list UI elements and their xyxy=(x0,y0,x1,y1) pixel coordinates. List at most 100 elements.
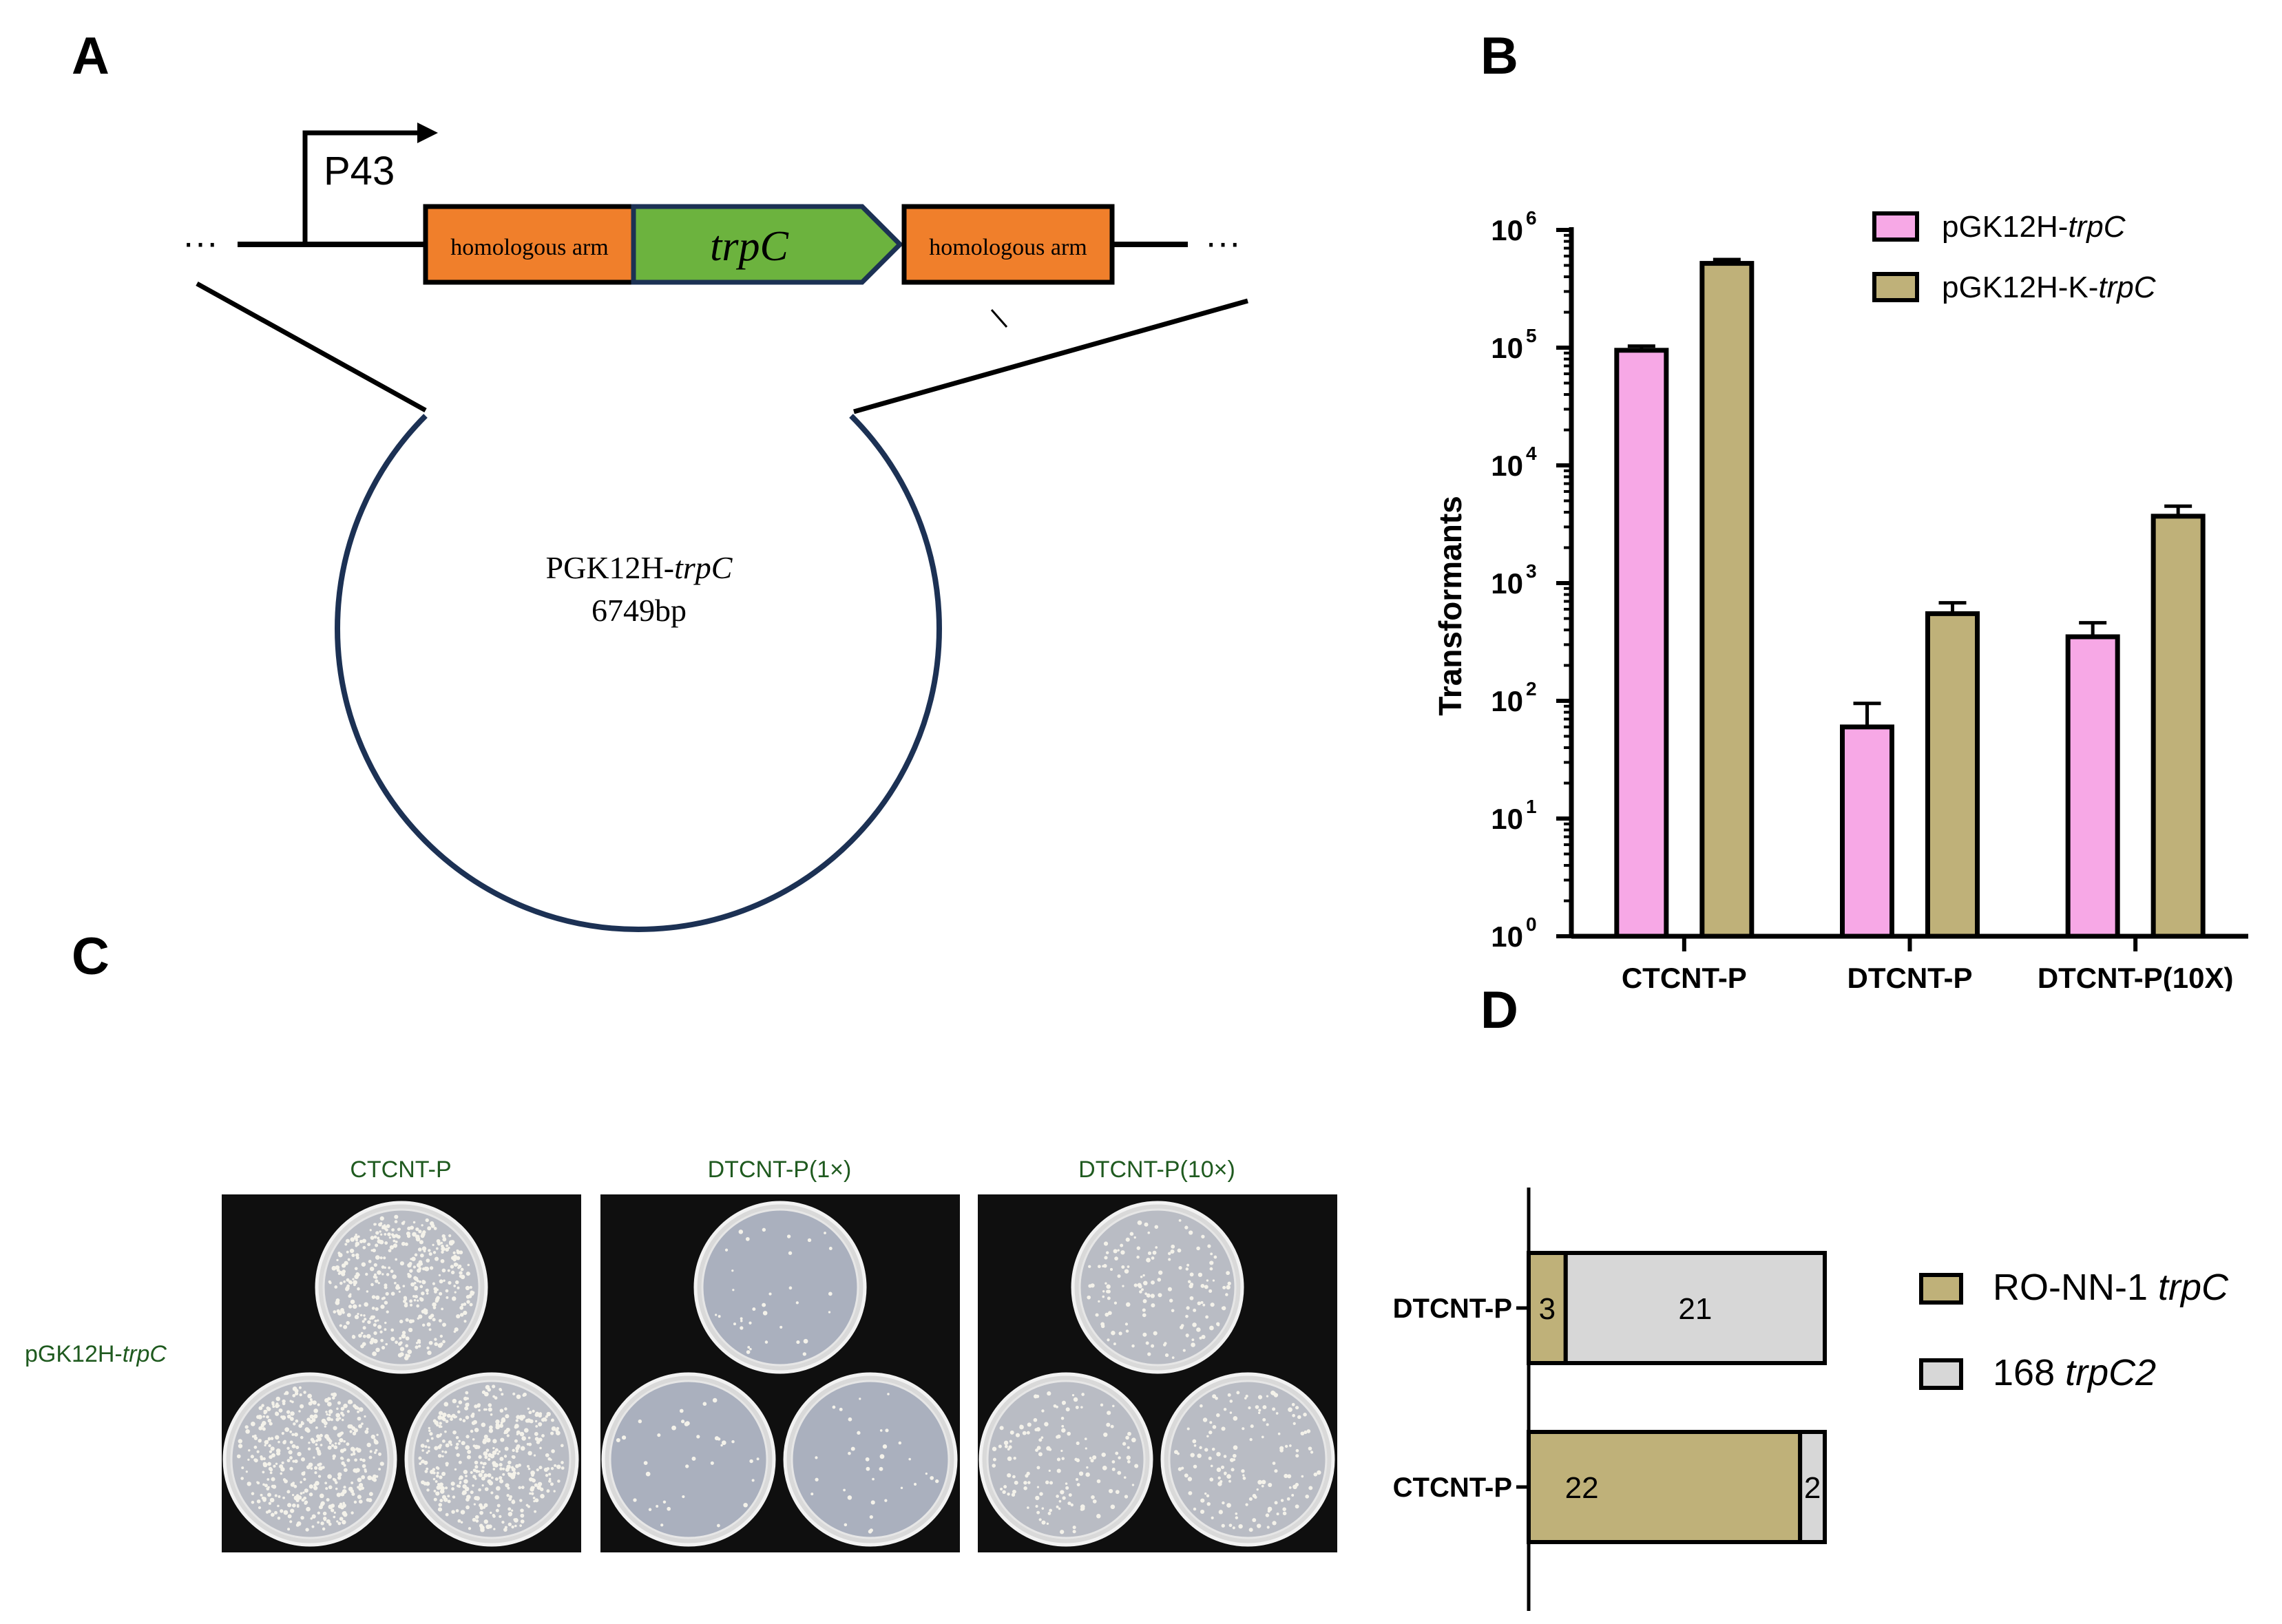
colony xyxy=(1313,1472,1318,1477)
colony xyxy=(380,1338,384,1342)
colony xyxy=(445,1247,449,1252)
colony xyxy=(445,1289,449,1293)
colony xyxy=(433,1497,437,1501)
colony xyxy=(1140,1275,1143,1278)
colony xyxy=(1200,1284,1205,1288)
colony xyxy=(908,1457,911,1461)
colony xyxy=(345,1287,349,1291)
colony xyxy=(354,1267,358,1271)
colony xyxy=(999,1426,1004,1431)
colony xyxy=(439,1435,441,1437)
colony xyxy=(1177,1452,1180,1455)
colony xyxy=(313,1456,315,1459)
y-tick-exponent: 1 xyxy=(1526,796,1537,817)
colony xyxy=(1228,1523,1233,1528)
colony xyxy=(236,1454,241,1459)
colony xyxy=(465,1475,468,1477)
colony xyxy=(375,1255,380,1260)
colony xyxy=(436,1423,439,1427)
colony xyxy=(484,1455,488,1459)
colony xyxy=(354,1314,359,1320)
colony xyxy=(550,1431,554,1435)
colony xyxy=(335,1487,338,1490)
colony xyxy=(1274,1501,1278,1505)
colony xyxy=(372,1351,377,1356)
colony xyxy=(1193,1444,1197,1447)
colony xyxy=(351,1492,355,1496)
colony xyxy=(1076,1458,1080,1461)
colony xyxy=(1070,1503,1074,1507)
colony xyxy=(439,1475,443,1479)
colony xyxy=(1142,1308,1146,1312)
colony xyxy=(292,1393,296,1398)
colony xyxy=(1103,1264,1107,1268)
colony xyxy=(495,1486,501,1491)
colony xyxy=(1151,1344,1155,1348)
colony xyxy=(1106,1422,1111,1427)
colony xyxy=(490,1491,494,1495)
colony xyxy=(269,1450,273,1453)
colony xyxy=(442,1322,446,1327)
colony xyxy=(445,1462,449,1466)
colony xyxy=(481,1390,486,1394)
colony xyxy=(857,1431,861,1435)
colony xyxy=(475,1469,479,1473)
colony xyxy=(1308,1486,1313,1490)
colony xyxy=(1257,1479,1262,1485)
colony xyxy=(292,1503,296,1508)
colony xyxy=(289,1431,293,1433)
colony xyxy=(1144,1292,1148,1296)
colony xyxy=(332,1454,336,1459)
colony xyxy=(1105,1282,1107,1285)
colony xyxy=(347,1258,350,1261)
colony xyxy=(479,1461,483,1465)
colony xyxy=(398,1290,401,1293)
colony xyxy=(359,1407,364,1412)
colony xyxy=(343,1440,346,1443)
colony xyxy=(436,1434,441,1438)
colony xyxy=(680,1420,685,1424)
colony xyxy=(478,1409,481,1412)
colony xyxy=(1154,1225,1159,1229)
colony xyxy=(377,1270,381,1275)
colony xyxy=(492,1446,495,1450)
colony xyxy=(412,1221,416,1224)
colony xyxy=(428,1450,430,1453)
colony xyxy=(289,1417,294,1421)
y-tick-label: 10 xyxy=(1491,803,1523,835)
colony xyxy=(377,1236,380,1240)
colony xyxy=(1248,1406,1251,1410)
colony xyxy=(514,1439,518,1443)
y-tick-exponent: 6 xyxy=(1526,207,1537,229)
colony xyxy=(481,1476,485,1481)
colony xyxy=(373,1223,377,1226)
colony xyxy=(718,1315,721,1318)
colony xyxy=(452,1398,457,1404)
colony xyxy=(397,1353,403,1358)
colony xyxy=(1216,1467,1222,1473)
colony xyxy=(244,1425,249,1429)
colony xyxy=(295,1523,300,1527)
colony xyxy=(343,1403,348,1409)
colony xyxy=(416,1263,421,1268)
colony xyxy=(1107,1311,1112,1316)
colony xyxy=(300,1481,302,1484)
colony xyxy=(463,1396,468,1401)
colony xyxy=(303,1496,307,1500)
colony xyxy=(462,1484,467,1489)
colony xyxy=(474,1427,479,1433)
colony xyxy=(271,1512,275,1517)
colony xyxy=(516,1472,520,1475)
dna-ellipsis-right: ··· xyxy=(1205,223,1241,263)
colony xyxy=(507,1512,512,1517)
colony xyxy=(395,1340,398,1344)
colony xyxy=(317,1511,320,1515)
legend-label: pGK12H-K-trpC xyxy=(1942,271,2157,304)
colony xyxy=(745,1236,750,1241)
colony xyxy=(519,1524,522,1527)
colony xyxy=(1224,1471,1227,1475)
colony xyxy=(1204,1285,1208,1289)
colony xyxy=(462,1419,466,1422)
colony xyxy=(251,1435,255,1438)
homologous-arm-left-label: homologous arm xyxy=(450,235,608,260)
